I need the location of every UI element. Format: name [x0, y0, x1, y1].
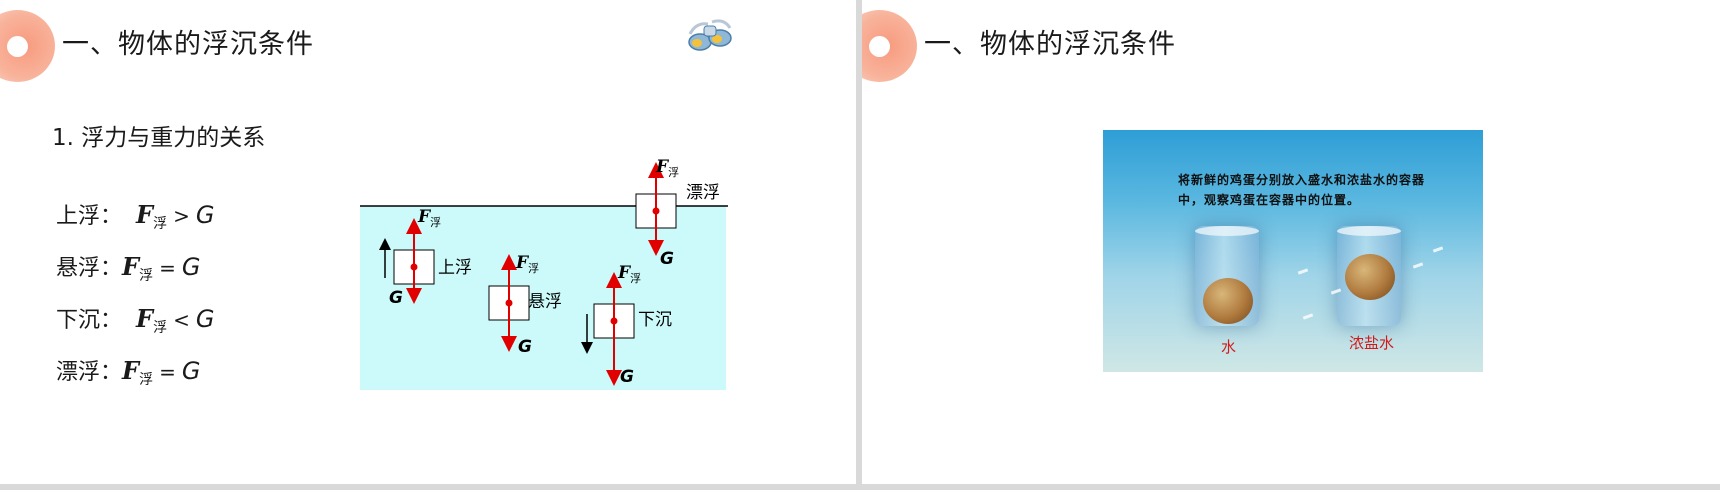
buoyancy-symbol: F — [136, 304, 154, 333]
operator: < — [173, 308, 190, 332]
condition-label: 悬浮： — [56, 256, 123, 281]
subtitle-number: 1 — [52, 125, 67, 151]
state-label-rise: 上浮 — [438, 258, 472, 278]
condition-suspend: 悬浮：F浮 =G — [56, 250, 200, 285]
egg-sunk — [1203, 278, 1253, 324]
gravity-label: G — [620, 367, 634, 387]
state-label-sink: 下沉 — [638, 310, 672, 330]
egg-floating — [1345, 254, 1395, 300]
page-title: 一、物体的浮沉条件 — [924, 29, 1176, 60]
photo-caption: 将新鲜的鸡蛋分别放入盛水和浓盐水的容器中，观察鸡蛋在容器中的位置。 — [1178, 173, 1426, 207]
force-label: F浮 — [617, 263, 641, 285]
gravity-symbol: G — [181, 253, 201, 281]
condition-float: 漂浮：F浮 =G — [56, 354, 200, 389]
buoyancy-symbol: F — [122, 252, 140, 281]
gravity-symbol: G — [195, 201, 215, 229]
label-water: 水 — [1221, 338, 1237, 356]
gravity-label: G — [389, 288, 403, 308]
force-label: F浮 — [417, 207, 441, 229]
buoyancy-subscript: 浮 — [139, 372, 154, 388]
condition-rise: 上浮： F浮 >G — [56, 198, 214, 233]
buoyancy-subscript: 浮 — [139, 268, 154, 284]
label-brine: 浓盐水 — [1349, 334, 1395, 352]
condition-label: 上浮： — [56, 204, 123, 229]
buoyancy-subscript: 浮 — [153, 216, 168, 232]
gravity-symbol: G — [195, 305, 215, 333]
buoyancy-subscript: 浮 — [153, 320, 168, 336]
buoyancy-symbol: F — [136, 200, 154, 229]
condition-sink: 下沉： F浮 <G — [56, 302, 214, 337]
operator: = — [159, 256, 176, 280]
title-badge — [862, 10, 917, 82]
gravity-symbol: G — [181, 357, 201, 385]
slide-left: 一、物体的浮沉条件 1. 浮力与重力的关系 上浮：F浮>G 悬浮：F浮=G 下沉… — [0, 0, 856, 484]
condition-label: 下沉： — [56, 308, 123, 333]
operator: > — [173, 204, 190, 228]
state-label-suspend: 悬浮 — [528, 292, 562, 312]
subtitle-text: . 浮力与重力的关系 — [66, 125, 266, 151]
title-badge — [0, 10, 55, 82]
subtitle: 1. 浮力与重力的关系 — [52, 118, 265, 152]
page-title: 一、物体的浮沉条件 — [62, 29, 314, 60]
binoculars-icon — [688, 19, 732, 51]
buoyancy-diagram: F浮 G 上浮 F浮 G 悬浮 F浮 G 下沉 F浮 G 漂浮 — [360, 157, 728, 390]
force-label: F浮 — [515, 253, 539, 275]
slide-right: 一、物体的浮沉条件 将新鲜的鸡蛋分别放入盛水和浓盐水的容器中，观察鸡蛋在容器中的… — [862, 0, 1720, 484]
operator: = — [159, 360, 176, 384]
condition-label: 漂浮： — [56, 360, 123, 385]
gravity-label: G — [518, 337, 532, 357]
buoyancy-symbol: F — [122, 356, 140, 385]
force-label: F浮 — [655, 157, 679, 179]
state-label-float: 漂浮 — [686, 183, 720, 203]
egg-experiment-photo: 将新鲜的鸡蛋分别放入盛水和浓盐水的容器中，观察鸡蛋在容器中的位置。 水 浓盐水 — [1103, 130, 1483, 372]
gravity-label: G — [660, 249, 674, 269]
